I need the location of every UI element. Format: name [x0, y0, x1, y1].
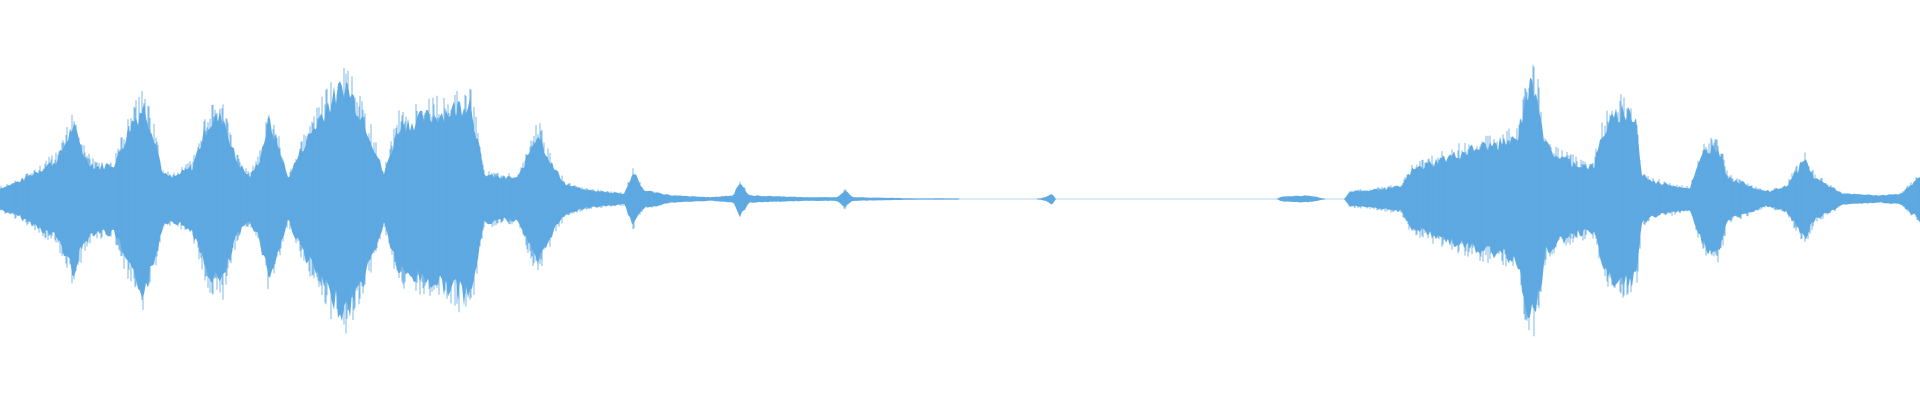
waveform-envelope: [0, 77, 1920, 322]
waveform-spikes: [0, 64, 1920, 337]
